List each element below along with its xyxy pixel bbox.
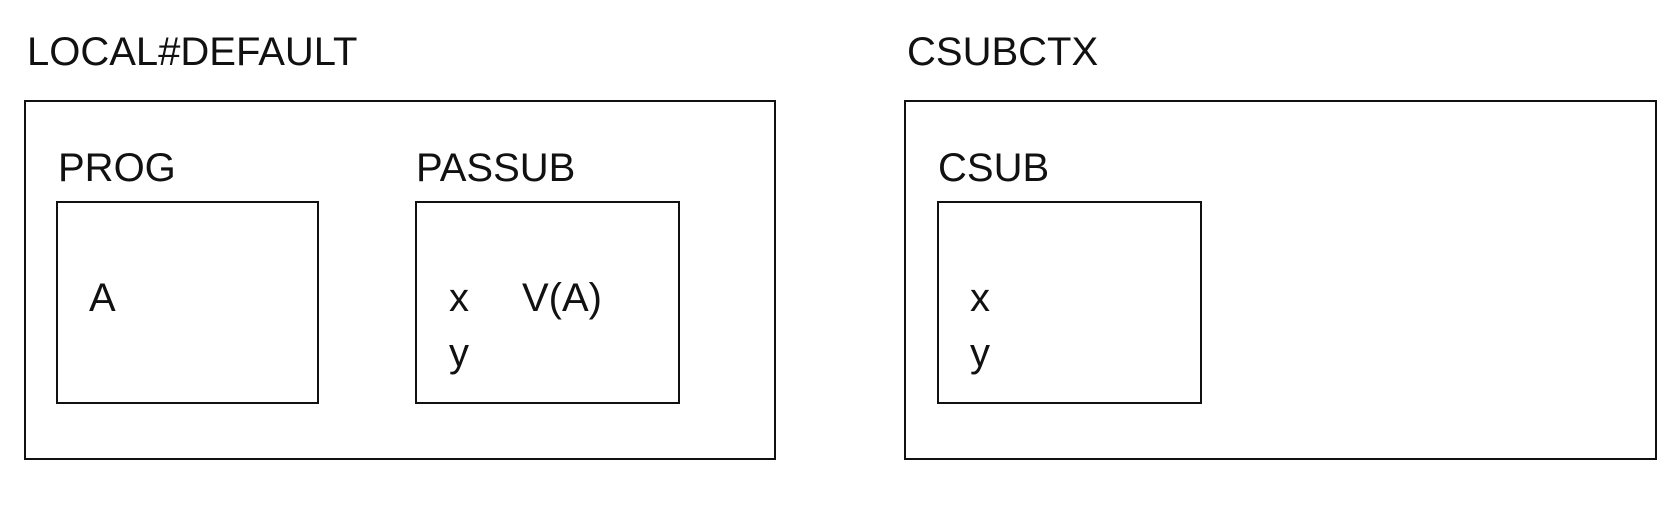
program-label-csub: CSUB (938, 146, 1050, 190)
program-box-passub (415, 201, 680, 404)
context-label-local-default: LOCAL#DEFAULT (27, 30, 358, 74)
variable-passub-x: x (449, 276, 469, 320)
program-box-prog (56, 201, 319, 404)
context-box-local-default (24, 100, 776, 460)
variable-csub-x: x (970, 276, 990, 320)
program-label-prog: PROG (58, 146, 176, 190)
variable-csub-y: y (970, 331, 990, 375)
variable-passub-va: V(A) (522, 276, 602, 320)
variable-prog-a: A (89, 276, 116, 320)
context-box-csubctx (904, 100, 1657, 460)
program-box-csub (937, 201, 1202, 404)
program-label-passub: PASSUB (416, 146, 576, 190)
variable-passub-y: y (449, 331, 469, 375)
context-label-csubctx: CSUBCTX (907, 30, 1099, 74)
